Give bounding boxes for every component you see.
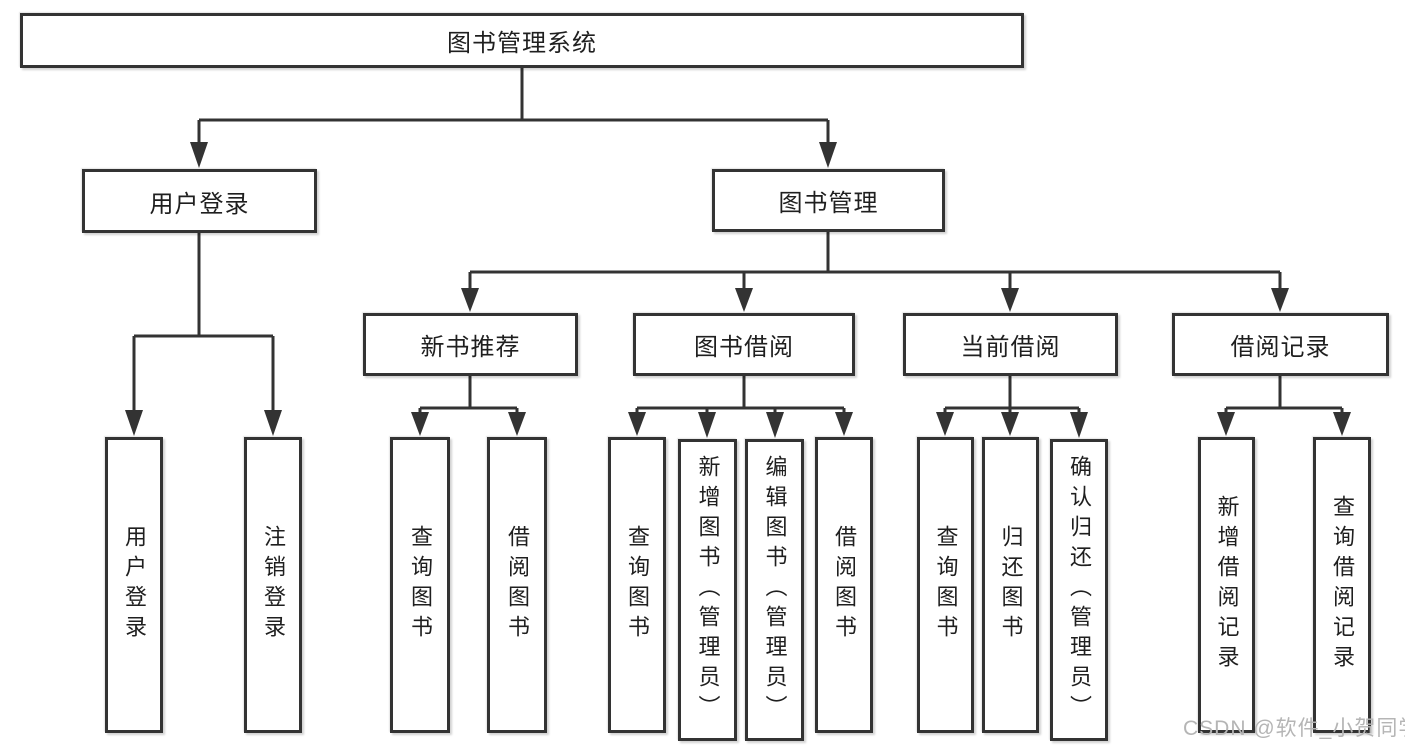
leaf-recommend-borrow-books: 借阅图书	[487, 437, 547, 733]
connector-strokes	[132, 68, 1344, 416]
leaf-borrow-borrow-books: 借阅图书	[815, 437, 873, 733]
node-new-book-recommend: 新书推荐	[363, 313, 578, 376]
node-borrow-record: 借阅记录	[1172, 313, 1389, 376]
node-book-management: 图书管理	[712, 169, 945, 232]
leaf-current-query-books: 查询图书	[917, 437, 974, 733]
leaf-confirm-return-admin-label: 确认归还（管理员）	[1067, 455, 1092, 725]
leaf-return-books-label: 归还图书	[998, 525, 1024, 645]
node-current-borrow-label: 当前借阅	[960, 334, 1061, 361]
leaf-borrow-query-books-label: 查询图书	[625, 525, 650, 645]
leaf-confirm-return-admin: 确认归还（管理员）	[1050, 439, 1108, 741]
leaf-borrow-query-books: 查询图书	[608, 437, 666, 733]
node-book-borrow: 图书借阅	[633, 313, 855, 376]
leaf-logout-label: 注销登录	[261, 525, 286, 645]
leaf-return-books: 归还图书	[982, 437, 1039, 733]
leaf-recommend-query-books: 查询图书	[390, 437, 450, 733]
node-user-login-label: 用户登录	[149, 190, 250, 218]
leaf-borrow-borrow-books-label: 借阅图书	[832, 525, 857, 645]
node-new-book-recommend-label: 新书推荐	[420, 334, 521, 361]
node-book-borrow-label: 图书借阅	[694, 334, 794, 361]
leaf-user-login: 用户登录	[105, 437, 163, 733]
leaf-add-borrow-record: 新增借阅记录	[1198, 437, 1255, 733]
leaf-current-query-books-label: 查询图书	[933, 525, 959, 645]
node-root-system-label: 图书管理系统	[447, 30, 597, 57]
arrowheads	[125, 142, 1351, 438]
leaf-user-login-label: 用户登录	[122, 525, 147, 645]
leaf-edit-books-admin: 编辑图书（管理员）	[745, 439, 804, 741]
leaf-add-borrow-record-label: 新增借阅记录	[1214, 495, 1240, 675]
leaf-recommend-query-books-label: 查询图书	[408, 525, 433, 645]
leaf-query-borrow-record-label: 查询借阅记录	[1330, 495, 1355, 675]
node-current-borrow: 当前借阅	[903, 313, 1118, 376]
node-user-login: 用户登录	[82, 169, 317, 233]
leaf-logout: 注销登录	[244, 437, 302, 733]
leaf-edit-books-admin-label: 编辑图书（管理员）	[762, 455, 788, 725]
node-root-system: 图书管理系统	[20, 13, 1024, 68]
csdn-watermark: CSDN @软件_小贺同学	[1183, 717, 1405, 740]
leaf-add-books-admin-label: 新增图书（管理员）	[695, 455, 721, 725]
node-book-management-label: 图书管理	[778, 190, 879, 217]
leaf-query-borrow-record: 查询借阅记录	[1313, 437, 1371, 733]
leaf-recommend-borrow-books-label: 借阅图书	[505, 525, 530, 645]
node-borrow-record-label: 借阅记录	[1230, 334, 1331, 361]
leaf-add-books-admin: 新增图书（管理员）	[678, 439, 737, 741]
